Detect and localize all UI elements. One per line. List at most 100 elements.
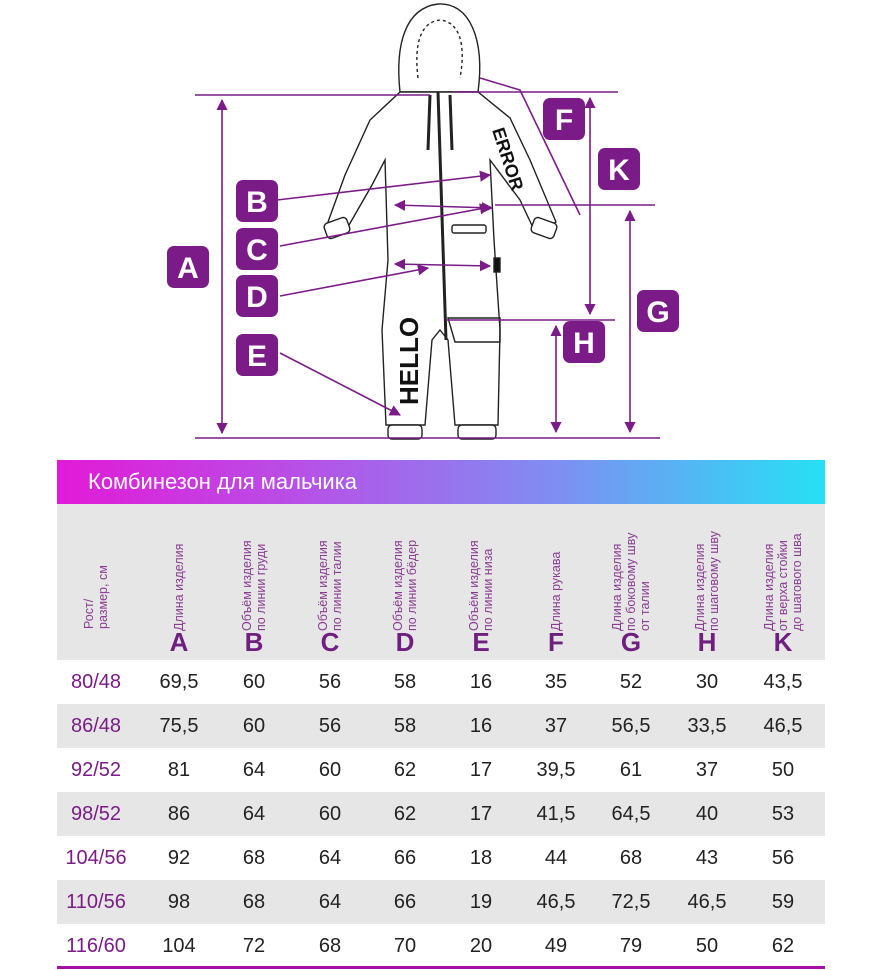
label-k: K (598, 148, 640, 190)
value-cell: 66 (393, 847, 417, 869)
label-b: B (236, 180, 278, 222)
header-label: Длина рукава (549, 551, 563, 631)
svg-text:H: H (573, 327, 595, 360)
value-cell: 86 (167, 803, 191, 825)
header-label: Длина изделия (172, 543, 186, 631)
label-a-text: A (177, 252, 199, 285)
table-row: 116/60 104 72 68 70 20 49 79 50 62 (57, 924, 825, 968)
value-cell: 40 (695, 803, 719, 825)
label-c: C (236, 228, 278, 270)
measurement-lines (195, 77, 660, 439)
value-cell: 79 (619, 935, 643, 957)
header-label: Длина изделия от верха стойки до шаговог… (762, 533, 804, 631)
size-cell: 98/52 (70, 803, 122, 825)
value-cell: 49 (544, 935, 568, 957)
header-label: Объём изделия по линии талии (316, 540, 344, 631)
label-e: E (236, 334, 278, 376)
value-cell: 46,5 (536, 891, 576, 913)
value-cell: 62 (393, 759, 417, 781)
garment-diagram: HELLO ERROR A B C D E (0, 0, 882, 458)
svg-text:B: B (246, 186, 268, 219)
value-cell: 33,5 (687, 715, 727, 737)
value-cell: 72,5 (611, 891, 651, 913)
value-cell: 72 (242, 935, 266, 957)
header-letter: E (472, 627, 490, 657)
value-cell: 50 (771, 759, 795, 781)
header-letter: D (395, 627, 415, 657)
value-cell: 43 (695, 847, 719, 869)
value-cell: 52 (619, 671, 643, 693)
label-a: A (167, 246, 209, 288)
value-cell: 62 (771, 935, 795, 957)
svg-text:D: D (246, 281, 268, 314)
value-cell: 43,5 (763, 671, 803, 693)
value-cell: 20 (469, 935, 493, 957)
value-cell: 64,5 (611, 803, 651, 825)
value-cell: 60 (242, 715, 266, 737)
header-col-0: Рост/ размер, см (59, 504, 133, 660)
value-cell: 56,5 (611, 715, 651, 737)
svg-text:C: C (246, 234, 268, 267)
header-label: Объём изделия по линии груди (240, 540, 268, 631)
jumpsuit-outline (323, 3, 558, 440)
value-cell: 59 (771, 891, 795, 913)
bottom-divider (57, 966, 825, 969)
value-cell: 68 (318, 935, 342, 957)
jumpsuit-sketch: HELLO ERROR A B C D E (167, 3, 679, 440)
value-cell: 53 (771, 803, 795, 825)
value-cell: 58 (393, 715, 417, 737)
header-letter: K (773, 627, 793, 657)
value-cell: 46,5 (763, 715, 803, 737)
value-cell: 64 (318, 891, 342, 913)
value-cell: 68 (242, 891, 266, 913)
value-cell: 37 (544, 715, 568, 737)
size-cell: 110/56 (66, 891, 126, 913)
value-cell: 81 (167, 759, 191, 781)
value-cell: 16 (469, 715, 493, 737)
value-cell: 64 (318, 847, 342, 869)
svg-text:F: F (555, 104, 573, 137)
value-cell: 44 (544, 847, 568, 869)
value-cell: 50 (695, 935, 719, 957)
hello-print: HELLO (394, 317, 424, 405)
value-cell: 70 (393, 935, 417, 957)
value-cell: 16 (469, 671, 493, 693)
value-cell: 60 (318, 803, 342, 825)
size-cell: 80/48 (70, 671, 122, 693)
value-cell: 41,5 (536, 803, 576, 825)
value-cell: 61 (619, 759, 643, 781)
size-cell: 116/60 (66, 935, 126, 957)
value-cell: 60 (242, 671, 266, 693)
header-label: Длина изделия по боковому шву от талии (610, 532, 652, 631)
size-cell: 92/52 (70, 759, 122, 781)
value-cell: 104 (162, 935, 196, 957)
label-d: D (236, 275, 278, 317)
header-letter: B (244, 627, 264, 657)
value-cell: 17 (469, 759, 493, 781)
value-cell: 60 (318, 759, 342, 781)
header-label: Длина изделия по шаговому шву (693, 531, 721, 631)
value-cell: 56 (318, 671, 342, 693)
label-f: F (543, 98, 585, 140)
value-cell: 17 (469, 803, 493, 825)
value-cell: 66 (393, 891, 417, 913)
value-cell: 64 (242, 759, 266, 781)
value-cell: 56 (318, 715, 342, 737)
header-label: Объём изделия по линии бёдер (391, 539, 419, 631)
size-cell: 104/56 (65, 847, 127, 869)
value-cell: 18 (469, 847, 493, 869)
svg-text:E: E (247, 340, 267, 373)
